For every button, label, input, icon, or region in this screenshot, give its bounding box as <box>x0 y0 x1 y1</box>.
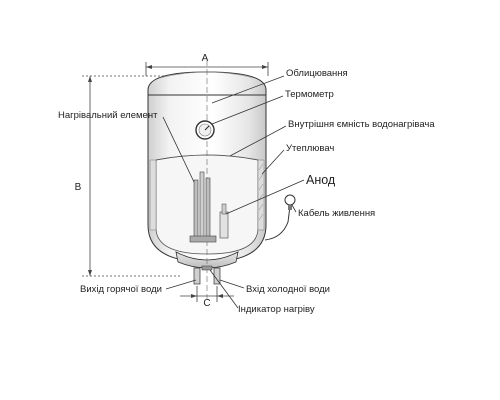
label-cold-water-inlet: Вхід холодної води <box>246 284 330 295</box>
label-inner-tank: Внутрішня ємність водонагрівача <box>288 119 435 130</box>
label-power-cable: Кабель живлення <box>298 208 375 219</box>
power-cable <box>264 194 296 241</box>
thermometer <box>195 120 215 140</box>
dimension-a: A <box>145 53 269 76</box>
anode <box>219 203 229 239</box>
dimension-c: C <box>180 286 234 309</box>
label-casing: Облицювання <box>286 68 348 79</box>
label-heating-indicator: Індикатор нагріву <box>238 304 315 315</box>
label-anode: Анод <box>306 173 336 187</box>
label-insulation: Утеплювач <box>286 143 334 154</box>
label-hot-water-outlet: Вихід горячої води <box>80 284 162 295</box>
dimension-c-label: C <box>203 298 210 309</box>
label-heating-element: Нагрівальний елемент <box>58 110 158 121</box>
dimension-b-label: B <box>75 182 82 193</box>
label-thermometer: Термометр <box>285 89 334 100</box>
dimension-a-label: A <box>202 53 209 64</box>
leader-lines <box>162 75 305 309</box>
heating-element <box>189 171 217 243</box>
